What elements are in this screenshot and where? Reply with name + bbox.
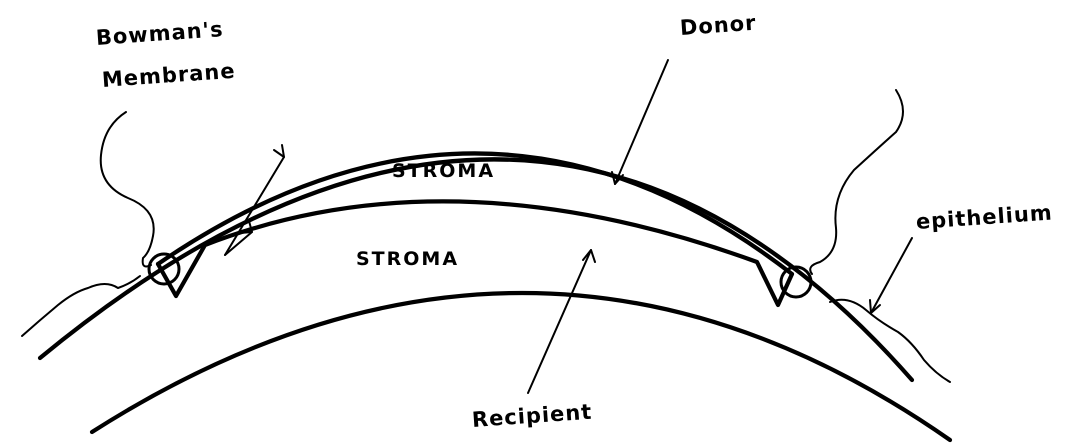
stroma-donor-label: STROMA [392, 162, 495, 181]
donor-label: Donor [679, 13, 757, 39]
donor-arrow [615, 60, 668, 184]
stroma-recipient-label: STROMA [356, 250, 459, 269]
bowmans-arrow-upper [225, 157, 284, 255]
recipient-arrow [528, 250, 591, 393]
epithelium-arrow [871, 238, 912, 313]
bowmans-arrow-upper-head [274, 145, 284, 157]
left-suture-thread [101, 112, 154, 266]
right-suture-thread [810, 90, 903, 274]
